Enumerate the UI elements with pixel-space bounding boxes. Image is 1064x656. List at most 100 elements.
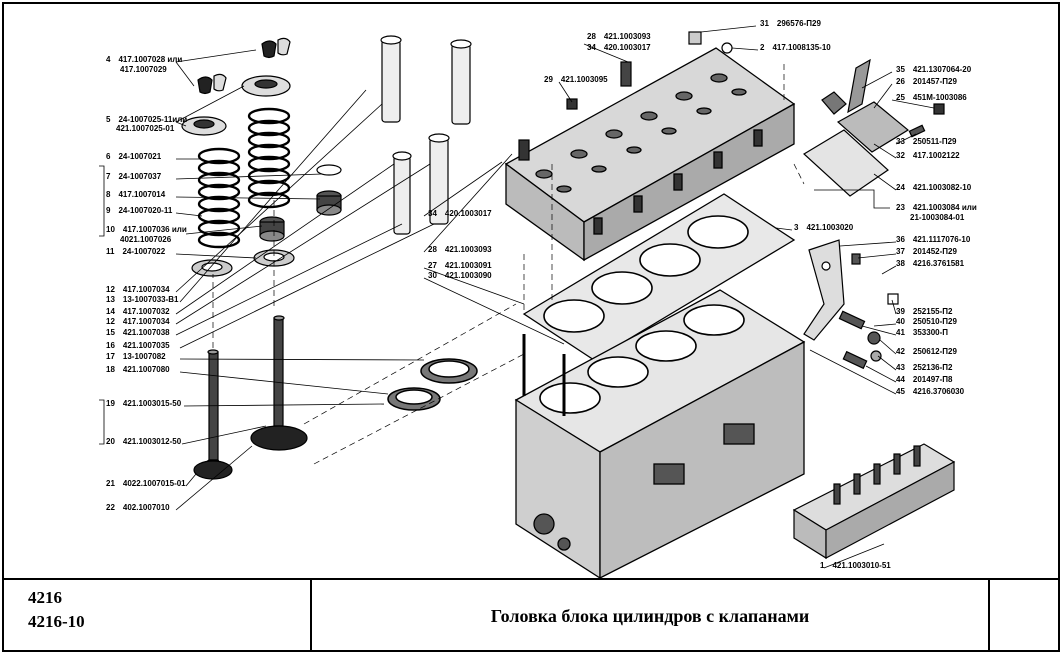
callout-part-code: 250511-П29 — [913, 137, 957, 146]
valve-collets — [197, 37, 291, 95]
callout-part-code: 421.1003020 — [806, 223, 853, 232]
callout-part-code: 451М-1003086 — [913, 93, 967, 102]
callout-part-code: 201497-П8 — [913, 375, 953, 384]
valve-stem-seals — [259, 164, 342, 242]
callout-part-code: 417.1007034 — [123, 285, 170, 294]
callout-part-code: 420.1003017 — [445, 209, 492, 218]
callout-number: 8 — [106, 190, 111, 199]
drawing-title: Головка блока цилиндров с клапанами — [490, 605, 810, 626]
valve-seats — [387, 358, 478, 411]
callout-number: 39 — [896, 307, 905, 316]
callout-number: 16 — [106, 341, 115, 350]
callout-number: 29 — [544, 75, 553, 84]
callout-number: 37 — [896, 247, 905, 256]
callout-number: 24 — [896, 183, 905, 192]
spring-seat-washers — [191, 249, 295, 277]
callout-part-code: 421.1003082-10 — [913, 183, 972, 192]
callout-number: 44 — [896, 375, 905, 384]
callout-label: 417.1007029 — [120, 65, 167, 74]
callout-number: 42 — [896, 347, 905, 356]
callout-part-code: 421.1007025-01 — [116, 124, 175, 133]
model-number: 4216 — [28, 588, 62, 607]
callout-part-code: 21-1003084-01 — [910, 213, 965, 222]
callout-label: 3 421.1003020 — [794, 223, 854, 232]
callout-number: 7 — [106, 172, 111, 181]
callout-number: 31 — [760, 19, 769, 28]
callout-number: 12 — [106, 317, 115, 326]
spring-plate — [181, 75, 291, 136]
callout-number: 14 — [106, 307, 115, 316]
callout-part-code: 421.1003010-51 — [832, 561, 891, 570]
callout-number: 26 — [896, 77, 905, 86]
callout-part-code: 24-1007022 — [122, 247, 165, 256]
callout-label: 12 417.1007034 — [106, 317, 170, 326]
callout-number: 10 — [106, 225, 115, 234]
callout-number: 40 — [896, 317, 905, 326]
callout-part-code: 421.1117076-10 — [913, 235, 971, 244]
callout-number: 32 — [896, 151, 905, 160]
title-block-title: Головка блока цилиндров с клапанами — [312, 580, 990, 652]
callout-label: 421.1007025-01 — [116, 124, 175, 133]
callout-number: 19 — [106, 399, 115, 408]
title-block: 4216 4216-10 Головка блока цилиндров с к… — [4, 578, 1058, 652]
callout-part-code: 252155-П2 — [913, 307, 953, 316]
callout-part-code: 24-1007025-11или — [118, 115, 187, 124]
outer-springs — [197, 107, 291, 249]
callout-number: 9 — [106, 206, 111, 215]
callout-number: 11 — [106, 247, 115, 256]
callout-label: 39 252155-П2 — [896, 307, 953, 316]
callout-part-code: 417.1007036 или — [123, 225, 187, 234]
callout-number: 3 — [794, 223, 799, 232]
callout-number: 1 — [820, 561, 825, 570]
callout-number: 2 — [760, 43, 765, 52]
callout-label: 4021.1007026 — [120, 235, 172, 244]
exhaust-valve — [193, 349, 233, 480]
callout-number: 15 — [106, 328, 115, 337]
callout-part-code: 417.1007034 — [123, 317, 170, 326]
callout-number: 35 — [896, 65, 905, 74]
callout-label: 10 417.1007036 или — [106, 225, 187, 234]
callout-part-code: 421.1003091 — [445, 261, 492, 270]
callout-number: 21 — [106, 479, 115, 488]
callout-number: 12 — [106, 285, 115, 294]
callout-part-code: 417.1007014 — [118, 190, 165, 199]
callout-part-code: 402.1007010 — [123, 503, 170, 512]
callout-label: 27 421.1003091 — [428, 261, 492, 270]
title-block-models: 4216 4216-10 — [4, 580, 312, 652]
callout-number: 27 — [428, 261, 437, 270]
callout-part-code: 252136-П2 — [913, 363, 953, 372]
valve-guides — [380, 35, 472, 235]
callout-label: 44 201497-П8 — [896, 375, 953, 384]
head-assembly-thumbnail — [792, 443, 956, 560]
callout-number: 4 — [106, 55, 111, 64]
callout-part-code: 421.1307064-20 — [913, 65, 972, 74]
callout-part-code: 296576-П29 — [777, 19, 822, 28]
callout-label: 8 417.1007014 — [106, 190, 166, 199]
callout-part-code: 4216.3761581 — [913, 259, 965, 268]
callout-number: 22 — [106, 503, 115, 512]
